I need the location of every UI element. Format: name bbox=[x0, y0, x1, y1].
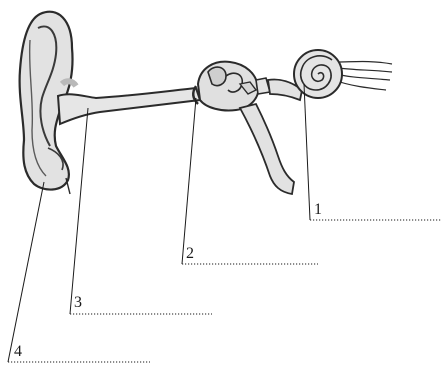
label-4: 4 bbox=[14, 343, 22, 360]
leader-line-4 bbox=[8, 182, 44, 362]
label-3: 3 bbox=[74, 294, 82, 311]
ear-canal-icon bbox=[58, 81, 200, 124]
label-3-group: 3 bbox=[70, 108, 212, 314]
leader-line-2 bbox=[182, 98, 196, 264]
leader-line-1 bbox=[304, 84, 310, 220]
label-1: 1 bbox=[314, 201, 322, 218]
cochlea-icon bbox=[294, 50, 342, 98]
leader-line-3 bbox=[70, 108, 88, 314]
label-2: 2 bbox=[186, 245, 194, 262]
label-1-group: 1 bbox=[304, 84, 442, 220]
